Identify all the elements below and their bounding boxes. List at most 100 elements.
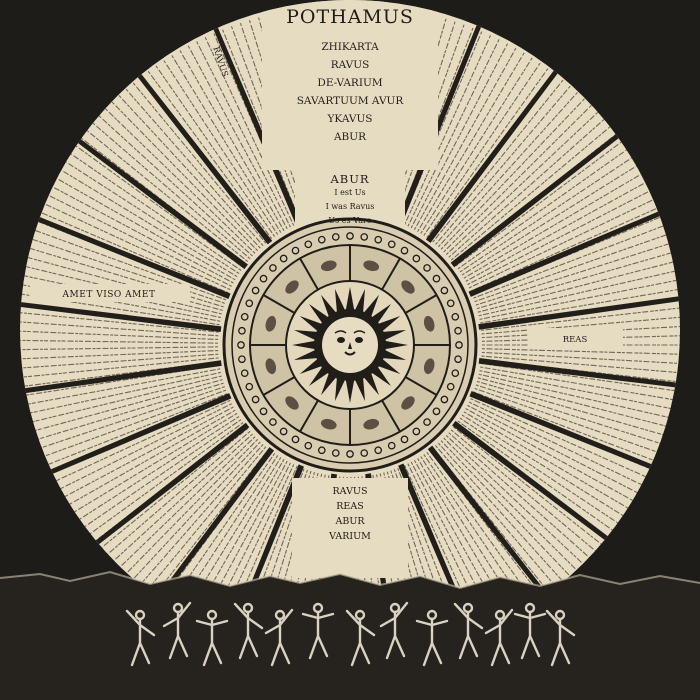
text-ray <box>63 416 240 530</box>
dancer-figure <box>513 602 547 660</box>
divider-ray <box>20 298 222 332</box>
bead <box>400 246 409 255</box>
sun-ray <box>293 329 319 341</box>
text-ray <box>118 95 261 249</box>
bead <box>446 299 455 308</box>
text-ray <box>20 368 221 407</box>
text-ray <box>98 433 253 575</box>
bead <box>387 441 396 450</box>
text-ray <box>432 79 564 243</box>
text-ray <box>435 445 571 605</box>
text-ray <box>457 420 629 542</box>
text-ray <box>476 380 677 440</box>
dancer-figure <box>415 609 449 667</box>
text-ray <box>426 68 549 238</box>
bead <box>454 326 462 335</box>
text-ray <box>222 29 302 223</box>
panel-figure <box>363 260 380 272</box>
upper-name: YKAVUS <box>327 113 373 125</box>
dancer-figure <box>379 601 409 660</box>
text-ray <box>407 39 500 227</box>
bead <box>446 382 455 391</box>
text-ray <box>171 55 282 233</box>
text-ray <box>213 33 298 225</box>
text-ray <box>92 122 251 260</box>
dancer-figure <box>125 609 156 667</box>
text-ray <box>45 403 233 497</box>
text-ray <box>132 82 267 244</box>
inner-line: Us es Varo <box>328 216 372 225</box>
text-ray <box>41 201 231 291</box>
text-ray <box>20 311 219 333</box>
sun-ray <box>376 358 401 374</box>
lower-name: REAS <box>336 501 364 512</box>
sun-ray <box>363 371 379 396</box>
text-ray <box>467 189 653 286</box>
bead <box>432 274 441 283</box>
text-ray <box>468 401 657 493</box>
artwork-title: POTHAMUS <box>286 6 414 28</box>
text-ray <box>163 60 279 235</box>
divider-ray <box>478 292 680 330</box>
left-heading: AMET VISO AMET <box>62 290 156 300</box>
bead <box>251 286 260 295</box>
sun-ray <box>299 316 324 332</box>
text-ray <box>58 168 238 278</box>
bead <box>360 449 369 457</box>
text-ray <box>463 411 644 518</box>
panel-divider <box>299 257 319 291</box>
text-ray <box>476 250 677 310</box>
text-ray <box>187 45 288 230</box>
panel-figure <box>423 315 435 332</box>
upper-name: ZHIKARTA <box>321 41 379 53</box>
text-ray <box>478 269 680 317</box>
sun-ray <box>345 378 355 403</box>
divider-ray <box>427 445 574 631</box>
text-ray <box>404 35 491 226</box>
text-ray <box>20 360 220 389</box>
inner-line: I was Ravus <box>325 202 375 211</box>
text-ray <box>410 43 509 229</box>
text-ray <box>98 115 253 257</box>
bead <box>455 341 463 349</box>
bead <box>291 246 300 255</box>
text-ray <box>479 370 680 412</box>
dancing-figures-frieze <box>125 601 576 667</box>
dancer-figure <box>484 608 514 667</box>
text-ray <box>20 364 220 398</box>
divider-ray <box>61 126 248 270</box>
lower-names-list: RAVUS REAS ABUR VARIUM <box>305 484 395 544</box>
bead <box>245 382 254 391</box>
panel-figure <box>401 396 415 410</box>
text-ray <box>480 362 680 393</box>
bead <box>269 418 277 426</box>
panel-figure <box>285 396 299 410</box>
text-ray <box>105 108 256 254</box>
divider-ray <box>64 422 250 569</box>
text-ray <box>118 441 261 595</box>
text-ray <box>397 27 474 223</box>
text-ray <box>24 382 224 444</box>
inner-inscription: ABUR I est Us I was Ravus Us es Varo <box>300 172 400 228</box>
upper-name: ABUR <box>333 131 367 143</box>
text-ray <box>27 237 225 304</box>
lower-name: VARIUM <box>329 531 371 542</box>
bead <box>331 233 340 241</box>
text-ray <box>437 91 578 248</box>
text-ray <box>459 156 634 273</box>
divider-ray <box>469 391 680 483</box>
bead <box>238 355 246 364</box>
text-ray <box>473 223 669 299</box>
text-ray <box>20 273 221 319</box>
bead <box>360 233 369 241</box>
bead <box>304 240 313 249</box>
divider-ray <box>425 56 569 243</box>
text-ray <box>481 351 680 365</box>
sun-ray <box>354 288 366 314</box>
bead <box>259 274 268 283</box>
bead <box>240 312 249 321</box>
sun-ray <box>308 365 330 387</box>
panel-divider <box>381 399 401 433</box>
bead <box>251 395 260 404</box>
